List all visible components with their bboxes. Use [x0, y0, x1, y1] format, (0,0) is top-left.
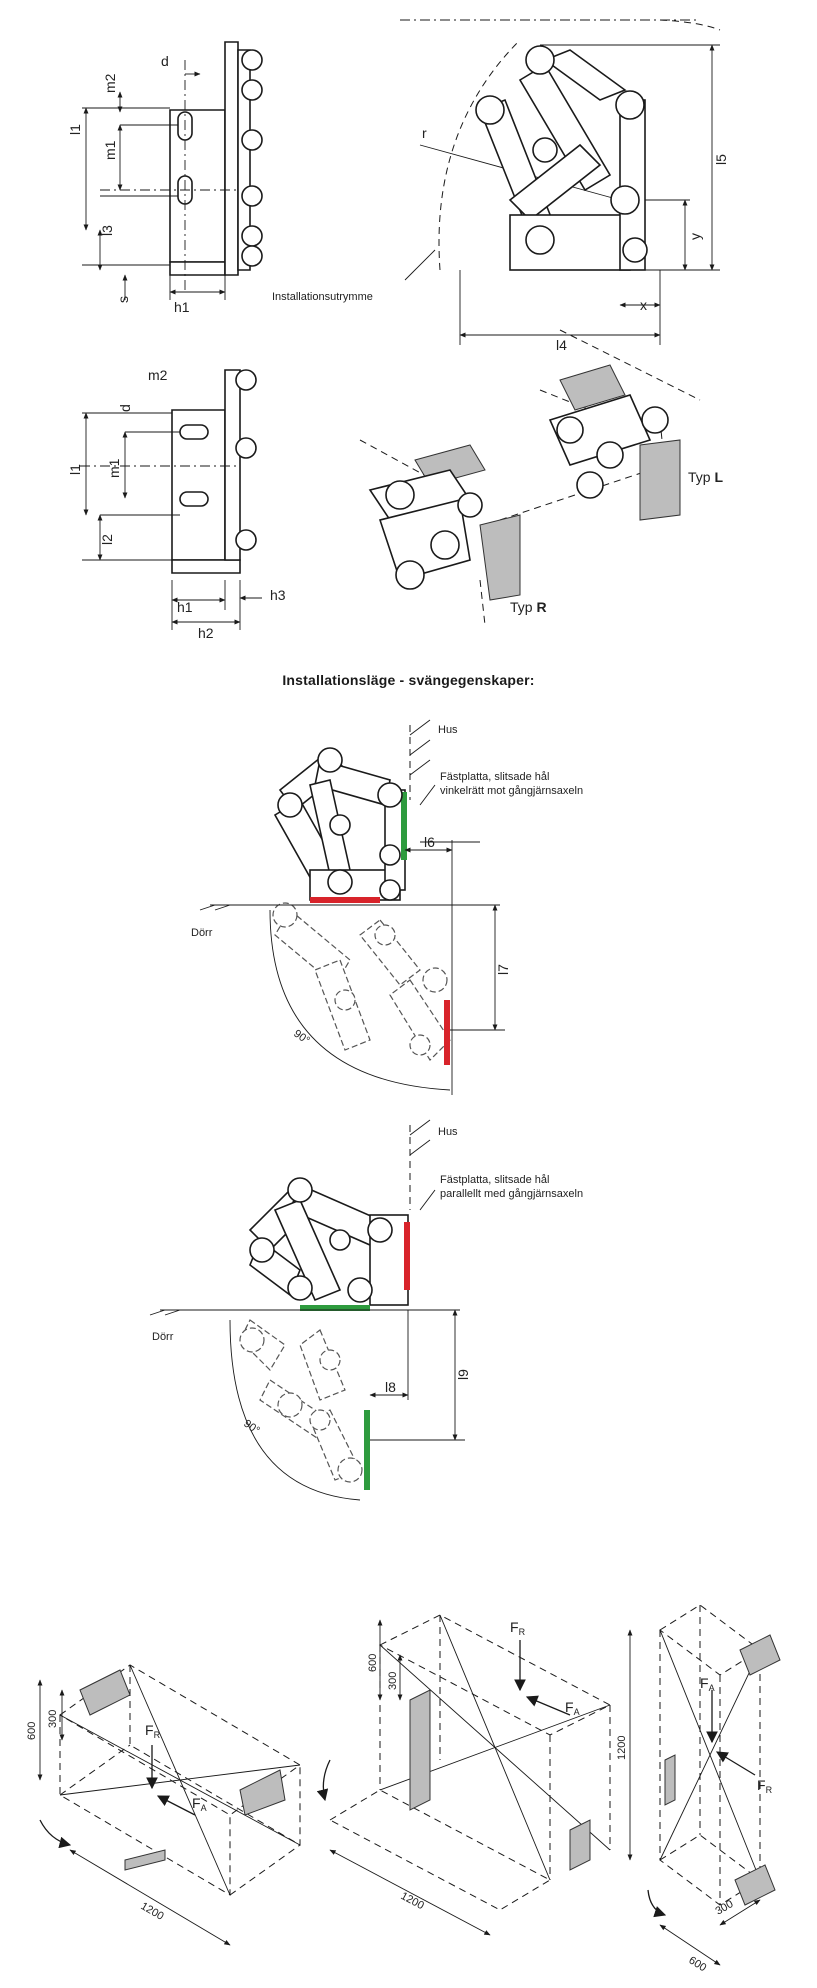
dorr-label-2: Dörr — [152, 1331, 174, 1343]
dim-300-mid: 300 — [387, 1672, 399, 1690]
fr-mid: FR — [510, 1619, 526, 1637]
dim-m2-b: m2 — [148, 367, 168, 383]
dim-l6: l6 — [424, 834, 435, 850]
dim-600-mid: 600 — [367, 1654, 379, 1672]
dim-m2: m2 — [102, 73, 118, 93]
plate-par-line1: Fästplatta, slitsade hål — [440, 1174, 549, 1186]
angle-90-2: 90° — [241, 1418, 262, 1437]
fa-left: FA — [192, 1795, 207, 1813]
fa-mid: FA — [565, 1699, 580, 1717]
dim-600-right: 600 — [686, 1954, 708, 1974]
dim-l1-b: l1 — [67, 464, 83, 475]
plate-par-line2: parallellt med gångjärnsaxeln — [440, 1188, 583, 1200]
dim-l8: l8 — [385, 1379, 396, 1395]
fr-left: FR — [145, 1722, 161, 1740]
load-diagram-middle: FR FA 600 300 1200 — [316, 1614, 612, 1936]
dim-1200-mid: 1200 — [399, 1890, 426, 1912]
dim-300-left: 300 — [47, 1710, 59, 1728]
dim-d: d — [161, 53, 169, 69]
dim-s: s — [115, 296, 131, 303]
side-view-bottom: m2 d l1 m1 l2 h1 h2 h3 — [67, 367, 286, 641]
hus-label-1: Hus — [438, 724, 458, 736]
installation-space-label: Installationsutrymme — [272, 291, 373, 303]
hus-label-2: Hus — [438, 1126, 458, 1138]
dim-l7: l7 — [495, 964, 511, 975]
dim-x: x — [640, 297, 647, 313]
dim-h2: h2 — [198, 625, 214, 641]
angle-90-1: 90° — [291, 1028, 312, 1047]
dim-l2: l2 — [99, 534, 115, 545]
dim-l1: l1 — [67, 124, 83, 135]
dim-m1-b: m1 — [106, 458, 122, 478]
load-diagram-left: FR FA 600 300 1200 — [26, 1664, 301, 1946]
dim-l3: l3 — [99, 225, 115, 236]
dim-l5: l5 — [713, 154, 729, 165]
fa-right: FA — [700, 1675, 715, 1693]
type-r-label: Typ R — [510, 599, 547, 615]
dim-d-b: d — [117, 404, 133, 412]
iso-views: Typ L Typ R — [359, 329, 723, 626]
dim-y: y — [687, 233, 703, 240]
swing-diagram-1: Hus Fästplatta, slitsade hål vinkelrätt … — [191, 719, 583, 1095]
dim-l4: l4 — [556, 337, 567, 353]
section-title: Installationsläge - svängegenskaper: — [282, 672, 535, 688]
dorr-label-1: Dörr — [191, 927, 213, 939]
swing-diagram-2: Hus Fästplatta, slitsade hål parallellt … — [149, 1119, 583, 1501]
dim-600-left: 600 — [26, 1722, 38, 1740]
dim-r: r — [422, 125, 427, 141]
dim-l9: l9 — [455, 1369, 471, 1380]
dim-h1-b: h1 — [177, 599, 193, 615]
front-view-top: Installationsutrymme r x y l4 l5 — [272, 19, 729, 353]
dim-300-right: 300 — [714, 1898, 736, 1918]
dim-h1-top: h1 — [174, 299, 190, 315]
load-diagram-right: FA FR 1200 300 600 — [616, 1604, 781, 1974]
dim-1200-right: 1200 — [616, 1736, 628, 1760]
dim-1200-left: 1200 — [139, 1900, 166, 1923]
plate-perp-line2: vinkelrätt mot gångjärnsaxeln — [440, 785, 583, 797]
fr-right: FR — [757, 1777, 773, 1795]
type-l-label: Typ L — [688, 469, 723, 485]
plate-perp-line1: Fästplatta, slitsade hål — [440, 771, 549, 783]
dim-m1: m1 — [102, 140, 118, 160]
dim-h3: h3 — [270, 587, 286, 603]
side-view-top: d m2 l1 m1 l3 s h1 — [67, 41, 263, 315]
